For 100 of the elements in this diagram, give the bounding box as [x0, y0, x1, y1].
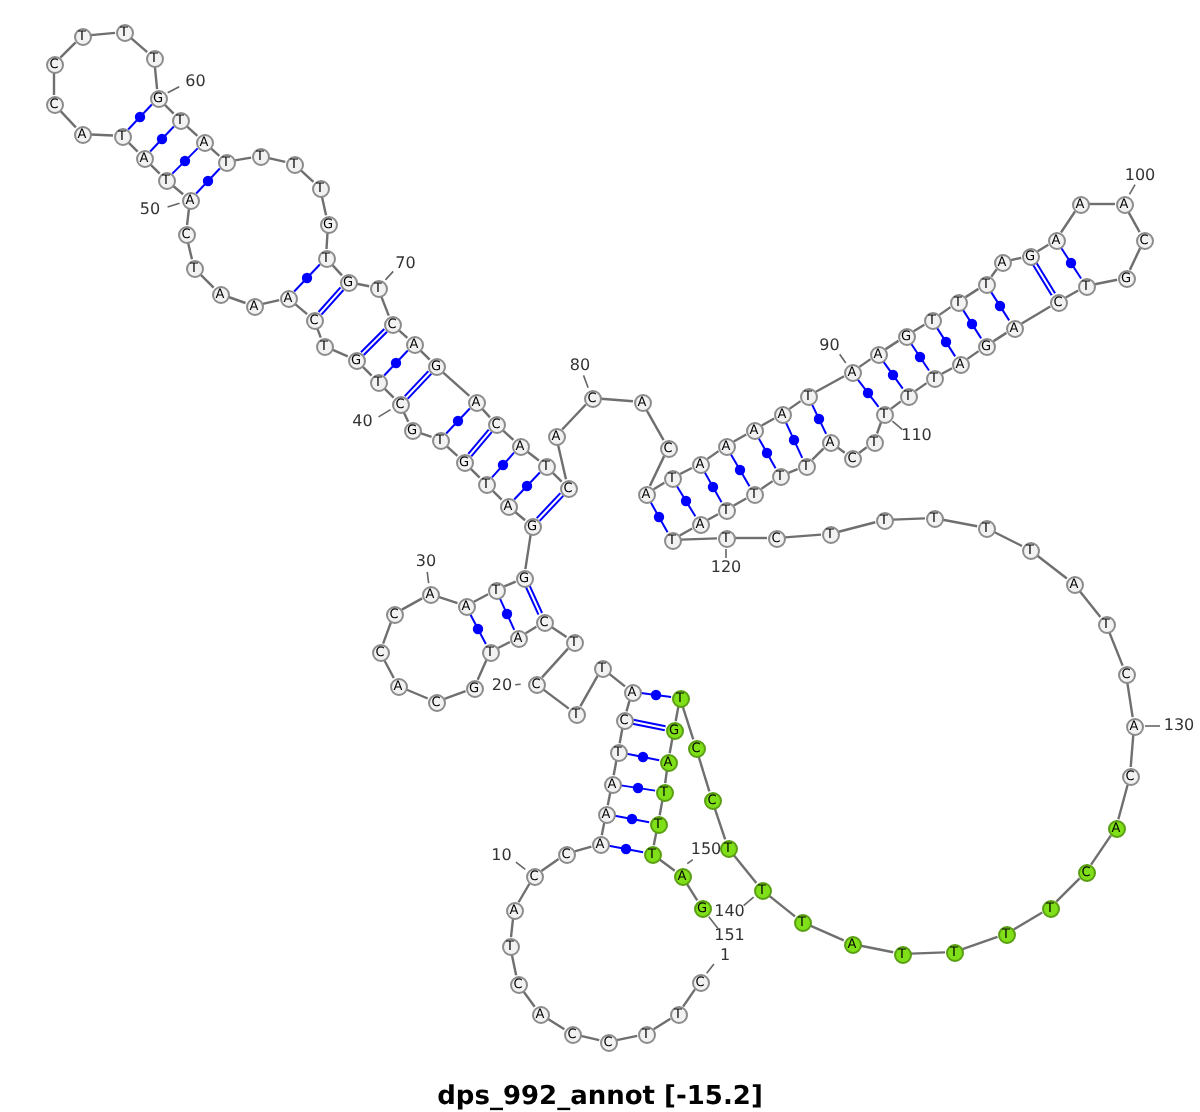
backbone-line	[760, 480, 774, 490]
position-number: 100	[1124, 168, 1156, 184]
backbone-line	[966, 350, 980, 360]
base-pair-line	[784, 421, 804, 459]
backbone-line	[580, 1034, 600, 1042]
base-pair-line	[498, 597, 516, 631]
base-pair-line	[625, 752, 661, 762]
base-pair-line	[632, 718, 666, 732]
backbone-line	[509, 918, 515, 938]
base-pair-line	[404, 370, 432, 400]
base-pair-line	[149, 125, 175, 153]
backbone-line	[860, 944, 894, 954]
base-pair-line	[195, 167, 221, 195]
backbone-line	[1129, 734, 1135, 768]
backbone-line	[90, 133, 114, 137]
base-pair-line	[1032, 262, 1056, 296]
backbone-line	[228, 295, 246, 305]
backbone-line	[990, 268, 998, 278]
backbone-line	[858, 358, 872, 368]
backbone-line	[761, 417, 775, 427]
base-pair-line	[935, 326, 957, 358]
position-number: 30	[415, 554, 437, 570]
backbone-line	[733, 497, 747, 507]
backbone-line	[942, 518, 978, 528]
backbone-line	[1060, 210, 1076, 234]
backbone-line	[788, 400, 802, 410]
backbone-line	[503, 580, 517, 588]
backbone-line	[1094, 278, 1118, 286]
backbone-line	[875, 422, 883, 434]
position-number: 1	[719, 948, 731, 964]
backbone-line	[809, 924, 845, 942]
position-number: 70	[395, 256, 416, 272]
backbone-line	[707, 513, 719, 521]
backbone-line	[892, 517, 926, 521]
backbone-line	[645, 409, 665, 441]
backbone-line	[913, 323, 925, 333]
backbone-line	[547, 1017, 565, 1031]
backbone-line	[1065, 289, 1079, 299]
backbone-line	[664, 770, 668, 784]
backbone-line	[90, 31, 116, 37]
base-pair-line	[607, 844, 645, 854]
backbone-line	[153, 66, 159, 90]
backbone-line	[815, 375, 845, 393]
base-pair-line	[757, 436, 777, 470]
backbone-line	[735, 536, 767, 540]
backbone-line	[438, 595, 458, 605]
backbone-line	[1127, 211, 1141, 233]
position-number: 90	[819, 338, 840, 354]
position-number: 140	[714, 904, 745, 920]
position-number: 40	[352, 414, 373, 430]
backbone-line	[680, 537, 718, 541]
position-number: 150	[690, 842, 722, 858]
base-pair-line	[171, 147, 199, 175]
backbone-line	[993, 530, 1023, 548]
backbone-line	[524, 534, 532, 570]
base-pair-line	[383, 349, 409, 377]
base-pair-line	[293, 263, 321, 293]
backbone-line	[473, 593, 489, 603]
backbone-line	[186, 242, 194, 260]
backbone-line	[884, 339, 900, 351]
backbone-line	[653, 481, 665, 491]
backbone-line	[185, 208, 191, 226]
base-pair-line	[856, 378, 880, 408]
backbone-line	[890, 400, 902, 410]
base-pair-line	[703, 470, 723, 504]
backbone-line	[1108, 631, 1124, 667]
backbone-line	[441, 371, 471, 397]
backbone-line	[697, 756, 711, 792]
backbone-line	[382, 622, 392, 644]
backbone-line	[1090, 834, 1112, 866]
backbone-line	[320, 196, 328, 216]
backbone-line	[262, 298, 280, 306]
backbone-line	[476, 659, 488, 681]
backbone-line	[713, 808, 727, 840]
backbone-line	[992, 331, 1008, 343]
position-number: 20	[491, 678, 513, 694]
base-pair-line	[467, 428, 493, 458]
backbone-line	[733, 433, 747, 443]
backbone-line	[540, 858, 560, 872]
base-pair-line	[360, 328, 388, 356]
backbone-line	[556, 444, 568, 480]
backbone-line	[1021, 305, 1051, 325]
backbone-line	[574, 845, 592, 853]
position-number: 80	[569, 358, 591, 374]
position-number: 120	[710, 560, 742, 576]
backbone-line	[550, 626, 568, 638]
backbone-line	[541, 647, 569, 679]
backbone-line	[910, 951, 946, 955]
base-pair-line	[525, 584, 543, 616]
base-pair-line	[491, 451, 515, 479]
backbone-line	[401, 597, 423, 611]
backbone-line	[838, 521, 876, 533]
backbone-line	[1013, 911, 1043, 931]
backbone-line	[768, 894, 796, 918]
backbone-line	[1117, 784, 1129, 820]
backbone-line	[616, 1034, 638, 1042]
base-pair-line	[910, 342, 930, 372]
backbone-line	[658, 858, 676, 872]
base-pair-line	[989, 290, 1011, 322]
base-pair-line	[469, 613, 487, 645]
